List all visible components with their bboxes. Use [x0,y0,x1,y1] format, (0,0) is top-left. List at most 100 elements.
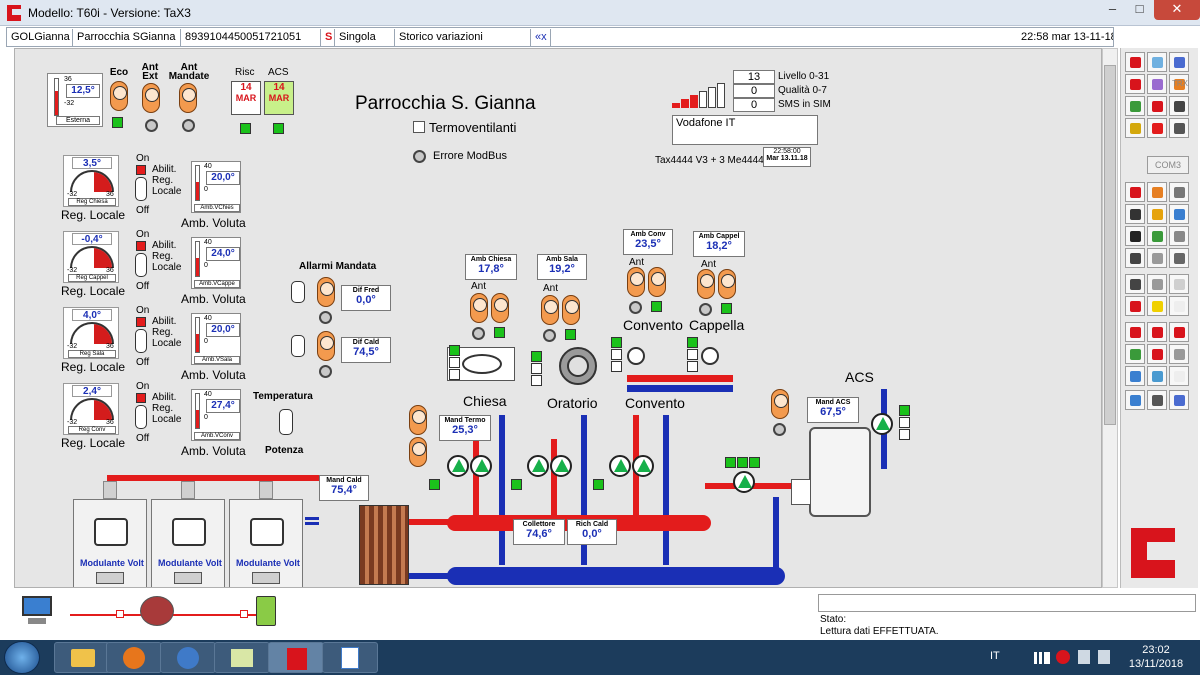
toolbar-button[interactable] [1169,204,1189,224]
toolbar-button[interactable] [1169,274,1189,294]
temperatura-potenza-switch[interactable] [279,409,293,435]
toolbar-button[interactable] [1169,96,1189,116]
vertical-scrollbar[interactable] [1102,48,1118,588]
toolbar-button[interactable] [1147,226,1167,246]
toolbar-button[interactable] [1125,344,1145,364]
chiesa-pump-1[interactable] [447,455,469,477]
toolbar-button[interactable] [1125,74,1145,94]
conv-knob-1[interactable] [627,267,645,297]
toolbar-button[interactable] [1125,96,1145,116]
network-signal-icon[interactable] [1034,652,1050,664]
toolbar-button[interactable] [1147,274,1167,294]
storico-button[interactable]: Storico variazioni [395,29,531,46]
toolbar-button[interactable] [1169,182,1189,202]
zone-switch-icon[interactable] [135,253,147,277]
toolbar-button[interactable] [1125,204,1145,224]
collapse-icon[interactable]: «x [531,29,551,46]
taskbar-tax3-app[interactable] [268,642,324,673]
close-button[interactable]: ✕ [1154,0,1200,20]
toolbar-button[interactable] [1147,74,1167,94]
acs-calendar-icon[interactable]: 14 MAR [264,81,294,115]
termoventilanti-checkbox[interactable] [413,121,425,133]
toolbar-button[interactable] [1169,322,1189,342]
taskbar-explorer[interactable] [54,642,110,673]
oratorio-pump-1[interactable] [527,455,549,477]
acs-recirc-pump[interactable] [871,413,893,435]
conv-knob-2[interactable] [648,267,666,297]
toolbar-button[interactable] [1169,52,1189,72]
toolbar-button[interactable] [1169,390,1189,410]
tray-antivirus-icon[interactable] [1056,650,1070,664]
toolbar-button[interactable] [1147,344,1167,364]
toolbar-button[interactable] [1125,274,1145,294]
maximize-button[interactable]: □ [1135,1,1144,16]
toolbar-button[interactable] [1147,248,1167,268]
minimize-button[interactable]: – [1108,1,1117,16]
toolbar-button[interactable] [1169,344,1189,364]
sala-knob-2[interactable] [562,295,580,325]
mand-termo-knob-2[interactable] [409,437,427,467]
toolbar-button[interactable] [1125,390,1145,410]
cappel-knob-2[interactable] [718,269,736,299]
toolbar-button[interactable] [1147,204,1167,224]
toolbar-button[interactable] [1147,96,1167,116]
toolbar-button[interactable] [1169,74,1189,94]
toolbar-button[interactable] [1169,366,1189,386]
toolbar-button[interactable] [1147,182,1167,202]
zone-switch-icon[interactable] [135,329,147,353]
start-button[interactable] [4,641,40,674]
eco-knob[interactable] [110,81,128,111]
potenza-switch-icon[interactable] [291,335,305,357]
tray-network-icon[interactable] [1078,650,1090,664]
taskbar-document[interactable] [322,642,378,673]
chiesa-pump-2[interactable] [470,455,492,477]
toolbar-button[interactable] [1125,322,1145,342]
chiesa-knob-1[interactable] [470,293,488,323]
zone-switch-icon[interactable] [135,405,147,429]
toolbar-button[interactable] [1147,366,1167,386]
taskbar-language[interactable]: IT [990,650,1000,662]
acs-pump[interactable] [733,471,755,493]
toolbar-button[interactable] [1125,296,1145,316]
risc-calendar-icon[interactable]: 14 MAR [231,81,261,115]
toolbar-button[interactable] [1125,366,1145,386]
dif-fred-knob[interactable] [317,277,335,307]
toolbar-button[interactable] [1125,52,1145,72]
toolbar-button[interactable] [1147,118,1167,138]
temperatura-switch-icon[interactable] [291,281,305,303]
toolbar-button[interactable] [1147,390,1167,410]
toolbar-button[interactable] [1147,52,1167,72]
mand-termo-knob[interactable] [409,405,427,435]
toolbar-button[interactable] [1147,296,1167,316]
convento-pump-1[interactable] [609,455,631,477]
tray-volume-icon[interactable] [1098,650,1110,664]
toolbar-button[interactable] [1169,296,1189,316]
acs-knob[interactable] [771,389,789,419]
taskbar-firefox[interactable] [106,642,162,673]
toolbar-button[interactable] [1169,118,1189,138]
ant-mandate-knob[interactable] [179,83,197,113]
toolbar-button[interactable] [1147,322,1167,342]
ant-ext-knob[interactable] [142,83,160,113]
toolbar-button[interactable] [1125,226,1145,246]
toolbar-button[interactable] [1125,182,1145,202]
singola-button[interactable]: Singola [335,29,395,46]
toolbar-tool-icon [1174,57,1185,68]
com-port-button[interactable]: COM3 [1147,156,1189,174]
convento-pump-2[interactable] [632,455,654,477]
trx-button[interactable]: TRX [1172,79,1188,88]
chiesa-knob-2[interactable] [491,293,509,323]
zone-switch-icon[interactable] [135,177,147,201]
toolbar-button[interactable] [1125,118,1145,138]
dif-cald-knob[interactable] [317,331,335,361]
taskbar-thunderbird[interactable] [160,642,216,673]
toolbar-button[interactable] [1169,248,1189,268]
cappel-knob-1[interactable] [697,269,715,299]
scroll-thumb[interactable] [1104,65,1116,425]
toolbar-button[interactable] [1125,248,1145,268]
toolbar-tool-icon [1130,253,1141,264]
toolbar-button[interactable] [1169,226,1189,246]
oratorio-pump-2[interactable] [550,455,572,477]
sala-knob-1[interactable] [541,295,559,325]
taskbar-notes[interactable] [214,642,270,673]
